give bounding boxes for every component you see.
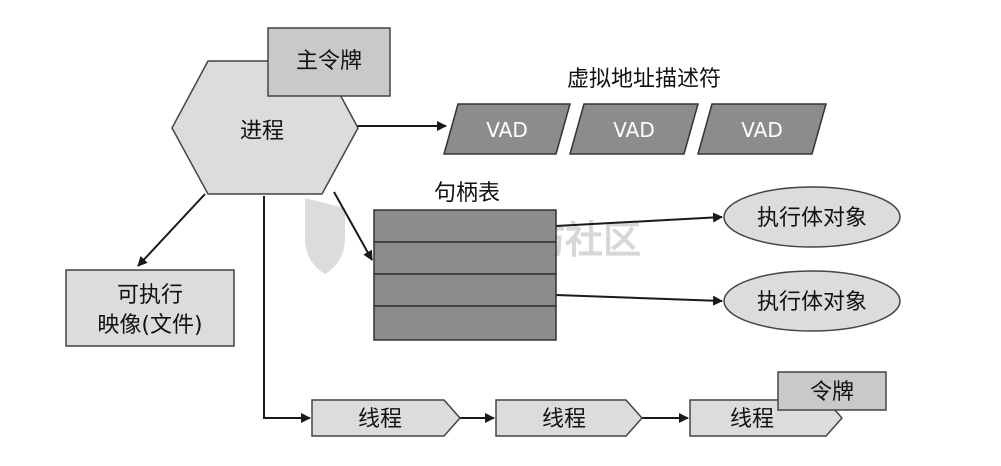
thread-token-box [777, 371, 887, 411]
thread-label: 线程 [358, 407, 402, 432]
thread-shape [495, 399, 644, 437]
executive-object-ellipse [723, 270, 901, 332]
executable-image-node: 可执行 映像(文件) [65, 269, 235, 347]
thread-node: 线程 [495, 399, 644, 437]
arrow-process-to-image [137, 193, 206, 267]
vad-box [569, 103, 699, 155]
vad-item: VAD [697, 103, 827, 155]
arrow-process-to-handle-table [333, 191, 373, 261]
primary-token-label: 主令牌 [296, 49, 362, 74]
vad-label: VAD [741, 118, 782, 142]
vad-box [697, 103, 827, 155]
thread-token-node: 令牌 [777, 371, 887, 411]
executive-object-ellipse [723, 186, 901, 248]
executable-image-box [65, 269, 235, 347]
executive-object-node: 执行体对象 [723, 186, 901, 248]
arrow-process-to-threads [263, 196, 311, 423]
vad-label: VAD [486, 118, 527, 142]
shield-logo-icon [305, 198, 345, 274]
connectors [137, 121, 723, 423]
vad-box [443, 103, 571, 155]
executive-object-label: 执行体对象 [757, 290, 867, 315]
handle-table-title: 句柄表 [434, 181, 500, 206]
executable-image-line1: 可执行 [117, 283, 183, 308]
thread-label: 线程 [542, 407, 586, 432]
executable-image-line2: 映像(文件) [97, 313, 202, 338]
executive-object-label: 执行体对象 [757, 206, 867, 231]
executive-object-node: 执行体对象 [723, 270, 901, 332]
thread-token-label: 令牌 [810, 380, 854, 405]
vad-title: 虚拟地址描述符 [567, 67, 721, 92]
arrow-handle-to-object-2 [555, 294, 723, 306]
handle-table [373, 209, 557, 341]
vad-label: VAD [613, 118, 654, 142]
handle-table-row [373, 209, 557, 243]
thread-node: 线程 [311, 399, 462, 437]
vad-item: VAD [443, 103, 571, 155]
handle-table-row [373, 241, 557, 275]
thread-shape [311, 399, 462, 437]
primary-token-box [267, 27, 391, 97]
arrow-handle-to-object-1 [555, 212, 723, 227]
vad-item: VAD [569, 103, 699, 155]
handle-table-row [373, 273, 557, 307]
vad-list: VAD VAD VAD [443, 103, 827, 155]
process-label: 进程 [240, 119, 284, 144]
primary-token-node: 主令牌 [267, 27, 391, 97]
handle-table-row [373, 305, 557, 341]
thread-label: 线程 [730, 407, 774, 432]
